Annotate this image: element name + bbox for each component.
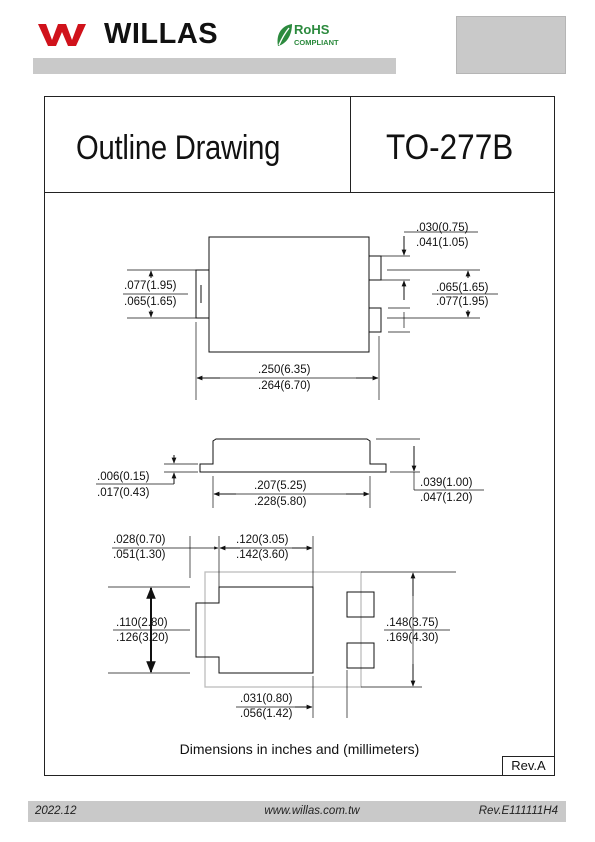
footer-date: 2022.12 bbox=[35, 805, 77, 817]
dim-length-a: .250(6.35) bbox=[258, 364, 311, 376]
footprint-view bbox=[108, 536, 456, 718]
willas-logo-mark bbox=[38, 24, 86, 46]
rohs-subtitle: COMPLIANT bbox=[294, 38, 339, 47]
dim-side-height-a: .039(1.00) bbox=[420, 477, 473, 489]
footprint-main-pad bbox=[195, 586, 314, 674]
dim-top-height-a: .077(1.95) bbox=[124, 280, 177, 292]
dim-pad-width-a: .120(3.05) bbox=[236, 534, 289, 546]
dim-body-len-a: .207(5.25) bbox=[254, 480, 307, 492]
dim-top-height-b: .065(1.65) bbox=[124, 296, 177, 308]
dim-pad-height-b: .126(3.20) bbox=[116, 632, 169, 644]
header-box bbox=[456, 16, 566, 74]
top-body bbox=[208, 236, 370, 353]
dim-pad-gap-b: .077(1.95) bbox=[436, 296, 489, 308]
dimensions-caption: Dimensions in inches and (millimeters) bbox=[179, 741, 420, 757]
title-divider bbox=[350, 96, 351, 193]
drawing-frame bbox=[44, 96, 555, 776]
dim-lead-thk-b: .017(0.43) bbox=[97, 487, 150, 499]
top-pad-lower bbox=[368, 307, 382, 333]
brand-name: WILLAS bbox=[104, 18, 219, 50]
footer-bar bbox=[28, 801, 566, 822]
title-rule bbox=[44, 192, 555, 193]
side-body bbox=[199, 438, 387, 473]
dim-pad-height-a: .110(2.80) bbox=[116, 617, 168, 629]
dim-gap-a: .031(0.80) bbox=[240, 693, 293, 705]
page-title: Outline Drawing bbox=[76, 129, 281, 167]
footer-website: www.willas.com.tw bbox=[264, 805, 360, 817]
dim-pad-width-b: .142(3.60) bbox=[236, 549, 289, 561]
dim-pad-gap-a: .065(1.65) bbox=[436, 282, 489, 294]
footprint-pad-lower bbox=[346, 642, 375, 669]
dim-length-b: .264(6.70) bbox=[258, 380, 311, 392]
revision-box bbox=[502, 756, 555, 776]
package-name: TO-277B bbox=[386, 128, 514, 167]
side-view bbox=[96, 438, 484, 508]
footprint-pad-upper bbox=[346, 591, 375, 618]
dim-total-height-b: .169(4.30) bbox=[386, 632, 439, 644]
dim-body-len-b: .228(5.80) bbox=[254, 496, 307, 508]
rohs-title: RoHS bbox=[294, 22, 330, 37]
dim-side-height-b: .047(1.20) bbox=[420, 492, 473, 504]
dim-gap-b: .056(1.42) bbox=[240, 708, 293, 720]
dim-total-height-a: .148(3.75) bbox=[386, 617, 439, 629]
top-pad-upper bbox=[368, 255, 382, 281]
rohs-leaf-icon bbox=[277, 24, 292, 46]
top-left-tab bbox=[195, 269, 209, 319]
revision-label: Rev.A bbox=[511, 758, 546, 773]
dim-pad-offset-a: .028(0.70) bbox=[113, 534, 166, 546]
dim-tab-b: .041(1.05) bbox=[416, 237, 469, 249]
footer-doc-rev: Rev.E111111H4 bbox=[478, 805, 558, 817]
dim-tab-a: .030(0.75) bbox=[416, 222, 469, 234]
header-bar bbox=[33, 58, 396, 74]
footprint-outline bbox=[204, 571, 362, 688]
top-view bbox=[123, 231, 498, 400]
dim-lead-thk-a: .006(0.15) bbox=[97, 471, 150, 483]
dim-pad-offset-b: .051(1.30) bbox=[113, 549, 166, 561]
